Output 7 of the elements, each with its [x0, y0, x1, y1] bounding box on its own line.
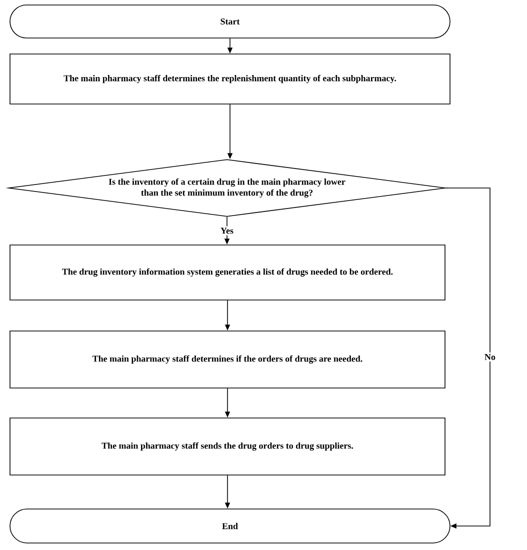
arrow	[446, 188, 490, 529]
edge-label: Yes	[219, 226, 235, 236]
process-box: The main pharmacy staff determines the replenishment quantity of each subpharmacy.	[10, 54, 450, 104]
edge-label: No	[483, 352, 497, 362]
process-box: The drug inventory information system generaties a list of drugs needed to be ordered.	[10, 244, 446, 300]
process-box: The main pharmacy staff sends the drug orders to drug suppliers.	[10, 418, 446, 476]
process-box: The main pharmacy staff determines if the orders of drugs are needed.	[10, 330, 446, 388]
